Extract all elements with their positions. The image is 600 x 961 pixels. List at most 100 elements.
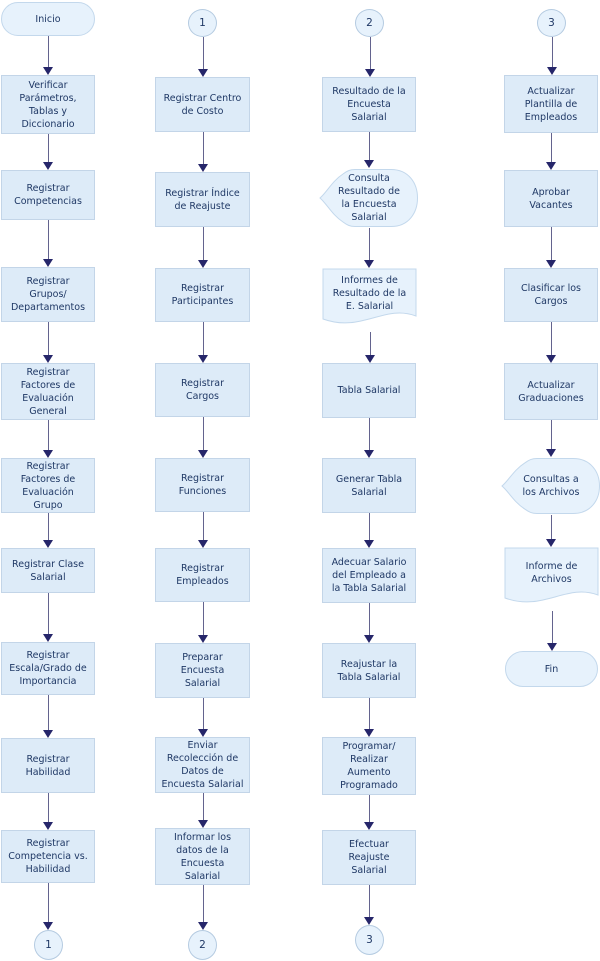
flow-arrow-head (197, 450, 208, 458)
node-conector-2-inicio: 2 (355, 9, 384, 37)
flow-arrow-line (551, 37, 553, 68)
document-shape (322, 268, 417, 324)
flow-arrow-head (42, 162, 53, 170)
flow-arrow-line (47, 36, 49, 68)
node-label: 3 (548, 16, 555, 29)
node-conector-3-inicio: 3 (537, 9, 566, 37)
flow-arrow-line (202, 512, 204, 541)
node-registrar-habilidad: Registrar Habilidad (1, 738, 95, 793)
flow-arrow-head (363, 260, 374, 268)
node-inicio: Inicio (1, 2, 95, 36)
node-registrar-funciones: Registrar Funciones (155, 458, 250, 512)
flow-arrow-line (550, 515, 552, 540)
flow-arrow-head (363, 450, 374, 458)
flow-arrow-line (368, 513, 370, 541)
node-consultas-archivos: Consultas a los Archivos (501, 457, 600, 515)
node-registrar-centro-costo: Registrar Centro de Costo (155, 77, 250, 132)
node-label: Reajustar la Tabla Salarial (337, 658, 401, 683)
flow-arrow-line (202, 322, 204, 356)
node-label: 1 (45, 938, 52, 951)
flow-arrow-line (47, 695, 49, 731)
node-reajustar-tabla-salarial: Reajustar la Tabla Salarial (322, 643, 416, 698)
node-conector-1-inicio: 1 (188, 9, 217, 37)
node-label: Registrar Empleados (176, 563, 229, 587)
flow-arrow-head (363, 729, 374, 737)
flow-arrow-line (550, 227, 552, 261)
node-label: Generar Tabla Salarial (335, 473, 403, 498)
node-label: Registrar Factores de Evaluación Grupo (20, 460, 76, 511)
flow-arrow-head (545, 539, 556, 547)
flow-arrow-line (368, 698, 370, 730)
node-label: 2 (366, 16, 373, 29)
display-shape (319, 169, 419, 227)
flow-arrow-head (363, 160, 374, 168)
node-label: Clasificar los Cargos (520, 283, 582, 307)
node-informes-resultado-encuesta: Informes de Resultado de la E. Salarial (322, 268, 417, 332)
node-registrar-competencias: Registrar Competencias (1, 170, 95, 220)
node-label: Registrar Cargos (181, 378, 224, 402)
node-label: Preparar Encuesta Salarial (180, 652, 225, 689)
node-registrar-clase-salarial: Registrar Clase Salarial (1, 548, 95, 593)
node-label: 3 (366, 933, 373, 946)
flow-arrow-head (42, 450, 53, 458)
node-label: Fin (544, 663, 559, 675)
flow-arrow-line (369, 332, 371, 356)
flow-arrow-head (363, 917, 374, 925)
node-label: Registrar Habilidad (25, 753, 71, 778)
flow-arrow-head (197, 635, 208, 643)
node-conector-1-fin: 1 (34, 930, 63, 960)
flow-arrow-head (42, 355, 53, 363)
flow-arrow-line (202, 698, 204, 730)
flow-arrow-line (47, 220, 49, 260)
node-registrar-empleados: Registrar Empleados (155, 548, 250, 602)
flow-arrow-head (545, 260, 556, 268)
node-fin: Fin (505, 651, 598, 687)
node-label: Informes de Resultado de la E. Salarial (332, 275, 407, 312)
node-label: Actualizar Plantilla de Empleados (524, 85, 578, 123)
flow-arrow-head (363, 635, 374, 643)
flow-arrow-head (546, 67, 557, 75)
flow-arrow-head (197, 540, 208, 548)
flow-arrow-head (42, 634, 53, 642)
flow-arrow-line (202, 227, 204, 261)
node-registrar-grupos-departamentos: Registrar Grupos/ Departamentos (1, 267, 95, 322)
flow-arrow-head (42, 730, 53, 738)
node-registrar-factores-evaluacion-grupo: Registrar Factores de Evaluación Grupo (1, 458, 95, 513)
node-informe-archivos: Informe de Archivos (504, 547, 599, 611)
node-registrar-competencia-vs-habilidad: Registrar Competencia vs. Habilidad (1, 830, 95, 883)
node-actualizar-graduaciones: Actualizar Graduaciones (504, 363, 598, 420)
node-label: Adecuar Salario del Empleado a la Tabla … (331, 557, 407, 594)
document-shape (504, 547, 599, 603)
node-label: Resultado de la Encuesta Salarial (332, 86, 406, 123)
node-registrar-cargos: Registrar Cargos (155, 363, 250, 417)
node-conector-3-fin: 3 (355, 925, 384, 955)
node-label: Inicio (35, 13, 61, 25)
node-label: Informar los datos de la Encuesta Salari… (173, 831, 232, 882)
node-label: Registrar Competencia vs. Habilidad (8, 838, 88, 875)
node-efectuar-reajuste-salarial: Efectuar Reajuste Salarial (322, 830, 416, 885)
flow-arrow-head (545, 355, 556, 363)
flow-arrow-line (202, 602, 204, 636)
flow-arrow-line (202, 793, 204, 821)
node-generar-tabla-salarial: Generar Tabla Salarial (322, 458, 416, 513)
flow-arrow-head (546, 643, 557, 651)
node-label: Actualizar Graduaciones (518, 379, 584, 404)
flow-arrow-line (47, 883, 49, 923)
node-registrar-participantes: Registrar Participantes (155, 268, 250, 322)
node-registrar-indice-reajuste: Registrar Índice de Reajuste (155, 172, 250, 227)
flow-arrow-head (197, 820, 208, 828)
node-label: Enviar Recolección de Datos de Encuesta … (161, 740, 244, 790)
flow-arrow-line (47, 513, 49, 541)
node-preparar-encuesta-salarial: Preparar Encuesta Salarial (155, 643, 250, 698)
flow-arrow-head (197, 260, 208, 268)
node-label: Efectuar Reajuste Salarial (348, 839, 390, 876)
flow-arrow-head (545, 449, 556, 457)
node-programar-realizar-aumento: Programar/ Realizar Aumento Programado (322, 737, 416, 795)
flow-arrow-line (368, 228, 370, 261)
flow-arrow-line (47, 593, 49, 635)
node-label: Registrar Clase Salarial (12, 558, 84, 583)
node-adecuar-salario-empleado: Adecuar Salario del Empleado a la Tabla … (322, 548, 416, 603)
node-actualizar-plantilla-empleados: Actualizar Plantilla de Empleados (504, 75, 598, 133)
node-informar-datos-encuesta: Informar los datos de la Encuesta Salari… (155, 828, 250, 885)
flow-arrow-head (545, 162, 556, 170)
